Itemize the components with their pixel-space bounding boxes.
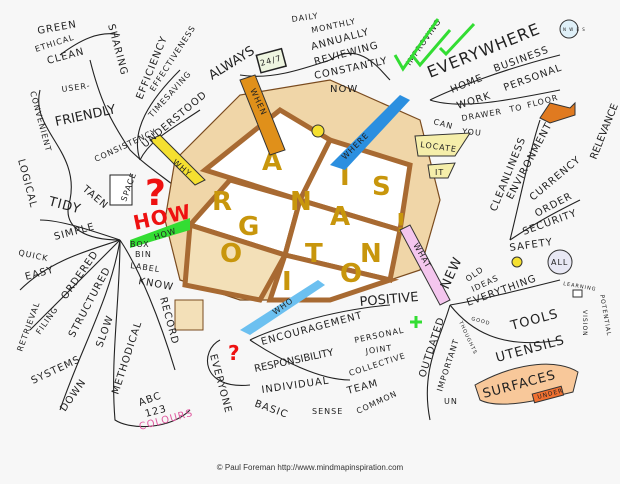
- letter-s: S: [372, 172, 392, 202]
- it-flag: [427, 162, 456, 179]
- word-un: UN: [444, 397, 458, 406]
- under-tag: [531, 385, 565, 404]
- word-label: LABEL: [130, 261, 161, 274]
- word-tidy: TIDY: [46, 194, 83, 217]
- word-individual: INDIVIDUAL: [261, 376, 330, 396]
- letter-exclaim: !: [395, 209, 408, 239]
- word-can: CAN: [432, 117, 454, 131]
- space-box: [109, 174, 133, 206]
- word-safety: SAFETY: [509, 237, 554, 254]
- letter-i2: I: [282, 267, 293, 297]
- word-box: BOX: [130, 240, 150, 249]
- word-bin: BIN: [135, 250, 152, 259]
- calendar-box: [255, 47, 288, 74]
- word-easy: EASY: [24, 265, 55, 283]
- word-user: USER-: [61, 81, 91, 94]
- compass-label: N W E S: [563, 27, 586, 32]
- word-taen: TAEN: [79, 183, 110, 211]
- word-learning: LEARNING: [563, 281, 597, 293]
- question-icon: ?: [228, 341, 241, 365]
- branches: [19, 33, 581, 428]
- copyright-credit: © Paul Foreman http://www.mindmapinspira…: [217, 463, 404, 472]
- letter-a: A: [262, 147, 283, 177]
- word-quick: QUICK: [18, 248, 50, 263]
- letter-o2: O: [340, 259, 363, 289]
- letter-n: N: [290, 187, 313, 217]
- word-daily: DAILY: [291, 11, 319, 24]
- word-good: GOOD: [470, 316, 490, 327]
- word-now: NOW: [330, 84, 358, 95]
- branch-bottom: EVERYONE ? POSITIVE ENCOURAGEMENT RESPON…: [207, 290, 419, 421]
- learner-plate-icon: [572, 289, 583, 298]
- word-collective: COLLECTIVE: [348, 351, 407, 378]
- all-circle: [547, 249, 573, 275]
- dust-box-icon: [539, 101, 576, 124]
- why-banner: [149, 134, 206, 186]
- word-convenient: CONVENIENT: [28, 90, 53, 153]
- word-personal: PERSONAL: [354, 326, 405, 345]
- word-sharing: SHARING: [105, 23, 129, 77]
- word-simple: SIMPLE: [53, 221, 96, 242]
- lightbulb-icon: [511, 256, 523, 268]
- where-banner: [330, 95, 410, 170]
- locate-flag: [414, 132, 471, 157]
- word-it: IT: [435, 168, 444, 177]
- word-thoughts: THOUGHTS: [457, 319, 478, 355]
- who-banner: [240, 280, 325, 335]
- letter-o: O: [220, 239, 243, 269]
- word-drawer: DRAWER: [461, 107, 503, 123]
- letter-i: I: [340, 162, 351, 192]
- word-you: YOU: [461, 127, 482, 138]
- word-basic: BASIC: [253, 398, 290, 420]
- word-new: NEW: [438, 255, 466, 292]
- when-banner: [239, 74, 286, 156]
- word-know: KNOW: [137, 276, 174, 293]
- word-utensils: UTENSILS: [494, 333, 566, 366]
- letter-t: T: [305, 239, 324, 269]
- letter-n2: N: [360, 239, 383, 269]
- branch-right: CLEANLINESS ENVIRONMENT CURRENCY ORDER S…: [489, 102, 620, 337]
- how-banner: [130, 218, 190, 248]
- letter-a2: A: [330, 202, 351, 232]
- smiley-icon: [311, 124, 325, 138]
- checkmark-icons: [393, 18, 476, 72]
- word-friendly: FRIENDLY: [54, 102, 118, 130]
- word-sense: SENSE: [312, 407, 343, 416]
- compass-icon: [559, 19, 579, 39]
- question-mark-icon: ?: [145, 173, 167, 214]
- word-responsibility: RESPONSIBILITY: [253, 347, 335, 375]
- word-joint: JOINT: [364, 343, 393, 356]
- word-all: ALL: [551, 258, 568, 267]
- word-slow: SLOW: [94, 314, 116, 349]
- letter-g: G: [238, 212, 260, 242]
- word-tools: TOOLS: [508, 307, 560, 334]
- letter-r: R: [212, 187, 233, 217]
- word-currency: CURRENCY: [528, 154, 583, 203]
- word-to: TO: [508, 103, 524, 114]
- word-positive: POSITIVE: [359, 290, 419, 310]
- plus-icon: [410, 316, 422, 328]
- word-team: TEAM: [345, 378, 380, 397]
- word-down: DOWN: [58, 377, 88, 414]
- word-vision: VISION: [581, 310, 588, 337]
- word-logical: LOGICAL: [15, 158, 39, 209]
- word-potential: POTENTIAL: [598, 294, 612, 337]
- what-banner: [399, 224, 451, 306]
- word-important: IMPORTANT: [435, 338, 461, 393]
- word-home: HOME: [449, 73, 485, 96]
- word-relevance: RELEVANCE: [589, 102, 620, 161]
- word-clean: CLEAN: [46, 46, 86, 67]
